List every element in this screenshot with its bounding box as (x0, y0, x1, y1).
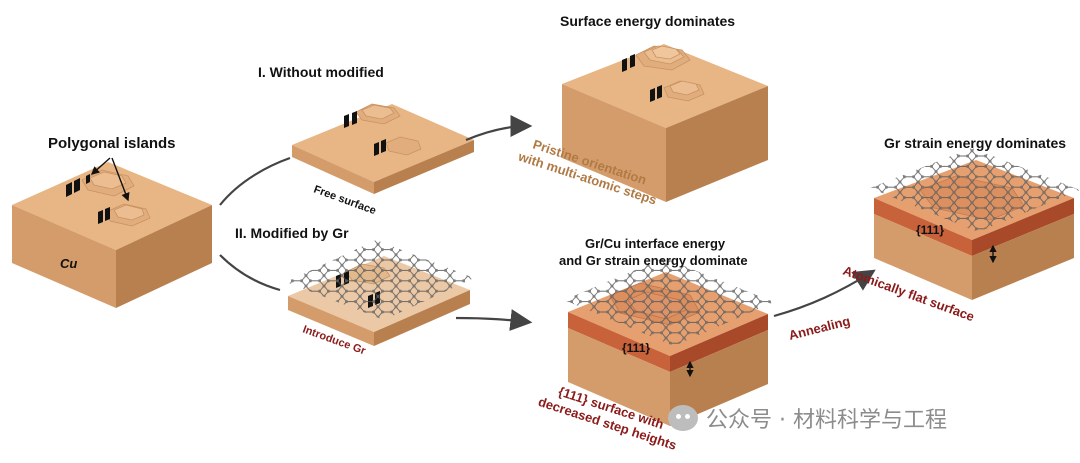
cu-label: Cu (60, 256, 77, 271)
facet-111-mid: {111} (622, 341, 650, 355)
arrow-to-interface-block (455, 309, 533, 331)
free-surface-slab (292, 103, 474, 194)
polygonal-island-back (66, 169, 135, 197)
graphene-sheet-intro (286, 240, 474, 320)
polygonal-islands-label: Polygonal islands (48, 135, 176, 152)
final-flat-block (870, 148, 1080, 300)
interface-title-line2: and Gr strain energy dominate (559, 253, 748, 268)
graphene-sheet-interface (564, 258, 774, 346)
introduce-gr-slab (286, 240, 474, 346)
without-modified-title: I. Without modified (258, 64, 384, 80)
branch-arrow-lower (219, 254, 281, 292)
interface-title-line1: Gr/Cu interface energy (585, 236, 726, 251)
modified-by-gr-title: II. Modified by Gr (235, 225, 349, 241)
facet-111-right: {111} (916, 223, 944, 237)
graphene-sheet-final (870, 148, 1080, 232)
arrow-to-surface-energy (465, 115, 533, 142)
watermark-text: 公众号 · 材料科学与工程 (706, 408, 947, 433)
surface-energy-title: Surface energy dominates (560, 13, 735, 29)
annealing-arrow (773, 269, 876, 318)
polygonal-island-front (98, 203, 151, 227)
initial-cu-block: Polygonal islands Cu (12, 135, 212, 308)
watermark: 公众号 · 材料科学与工程 (668, 402, 947, 434)
wechat-icon (668, 405, 698, 431)
branch-arrow-upper (219, 156, 291, 206)
interface-energy-block (564, 258, 774, 426)
surface-energy-block (562, 44, 768, 202)
gr-strain-title: Gr strain energy dominates (884, 135, 1066, 151)
annealing-label: Annealing (787, 313, 852, 343)
